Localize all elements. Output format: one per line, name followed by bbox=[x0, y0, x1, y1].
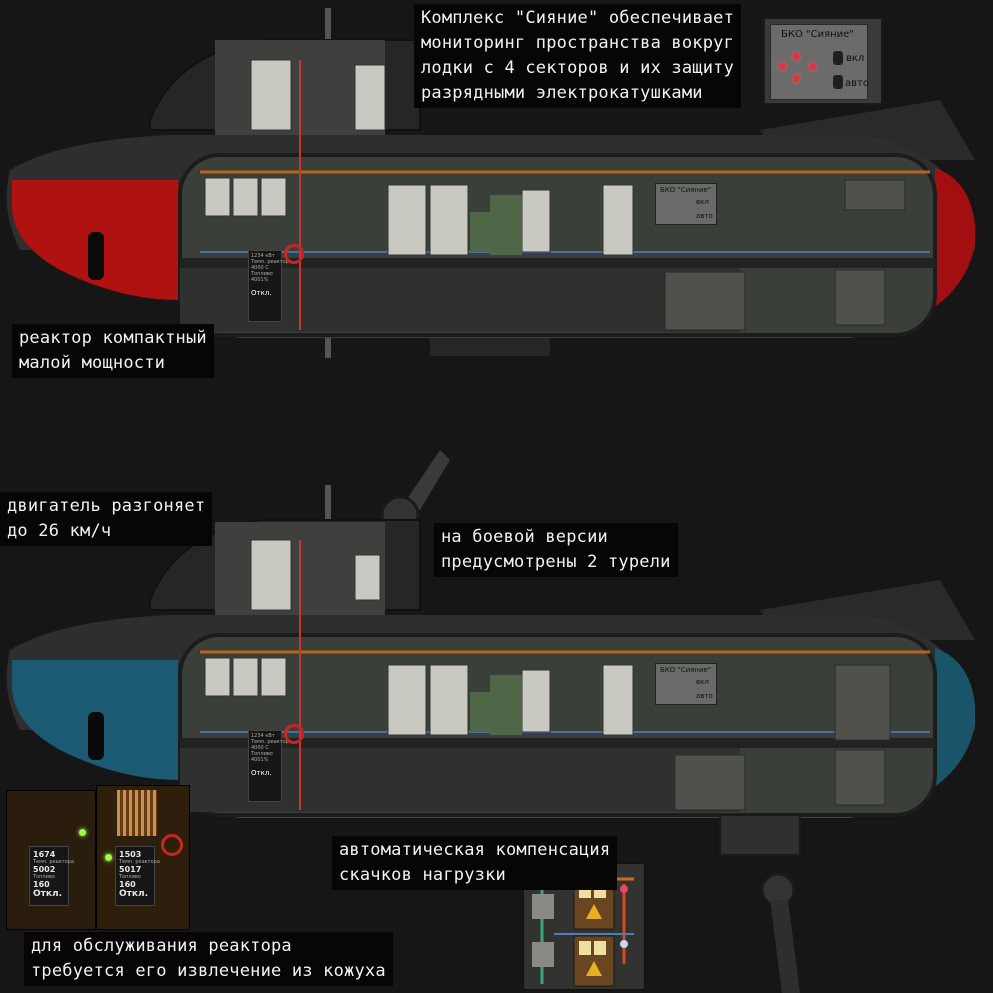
reactor-fuel-label: Топливо bbox=[119, 874, 141, 880]
caption-reactor: реактор компактный малой мощности bbox=[12, 324, 214, 378]
propeller bbox=[88, 712, 104, 760]
reactor-valve-wheel[interactable] bbox=[161, 834, 183, 856]
deck-divider bbox=[180, 258, 935, 268]
lower-extension bbox=[719, 814, 801, 856]
mini-panel-on: вкл bbox=[696, 198, 709, 206]
reactor-led bbox=[105, 854, 112, 861]
reactor-temp-label: Темп. реактора bbox=[33, 859, 74, 865]
reactor-core-glow bbox=[117, 790, 157, 836]
reactor-status: Откл. bbox=[119, 889, 148, 899]
reactor-status: Откл. bbox=[33, 889, 62, 899]
engine-room bbox=[674, 664, 891, 811]
caption-line: до 26 км/ч bbox=[7, 521, 112, 541]
caption-line: лодки с 4 секторов и их защиту bbox=[421, 58, 735, 78]
green-crates bbox=[470, 675, 522, 735]
reactor-status: Откл. bbox=[251, 769, 272, 777]
reactor-output: 1674 bbox=[33, 850, 56, 859]
bko-title: БКО "Сияние" bbox=[781, 29, 854, 40]
caption-line: на боевой версии bbox=[441, 527, 608, 547]
cabinets bbox=[204, 59, 634, 256]
valve-wheel[interactable] bbox=[284, 244, 304, 264]
bko-control-panel[interactable]: БКО "Сияние" вкл авто bbox=[763, 17, 883, 105]
mini-panel-title: БКО "Сияние" bbox=[660, 666, 712, 674]
reactor-temp: 5002 bbox=[33, 865, 56, 874]
caption-line: реактор компактный bbox=[19, 328, 207, 348]
caption-maintenance: для обслуживания реактора требуется его … bbox=[24, 932, 393, 986]
reactor-fuel: 4001% bbox=[251, 757, 269, 763]
auto-switch-label: авто bbox=[845, 78, 869, 89]
engine-room bbox=[664, 179, 906, 331]
mini-panel-auto: авто bbox=[696, 692, 713, 700]
submarine-civil-drawing bbox=[6, 8, 975, 358]
reactor-fuel-label: Топливо bbox=[33, 874, 55, 880]
submarine-civil: 1234 кВт Темп. реактора 4000 С Топливо 4… bbox=[0, 0, 993, 380]
auto-switch[interactable] bbox=[833, 75, 843, 89]
sector-indicator-2 bbox=[809, 63, 816, 70]
submarine-combat-drawing bbox=[6, 450, 975, 993]
power-switch[interactable] bbox=[833, 51, 843, 65]
bko-screen: БКО "Сияние" вкл авто bbox=[770, 24, 869, 100]
reactor-fuel: 4001% bbox=[251, 277, 269, 283]
caption-line: двигатель разгоняет bbox=[7, 496, 206, 516]
reactor-fuel: 160 bbox=[33, 880, 50, 889]
deck-divider bbox=[180, 738, 935, 748]
reactor-closeup-enclosed: 1674 Темп. реактора 5002 Топливо 160 Отк… bbox=[6, 790, 96, 930]
mini-panel-auto: авто bbox=[696, 212, 713, 220]
sector-indicator-1 bbox=[793, 53, 800, 60]
mini-control-panel[interactable]: БКО "Сияние" вкл авто bbox=[655, 183, 717, 225]
propeller bbox=[88, 232, 104, 280]
cabinets bbox=[204, 539, 634, 736]
reactor-screen-sub-bottom: 1234 кВт Темп. реактора 4000 С Топливо 4… bbox=[248, 730, 292, 802]
mini-panel-on: вкл bbox=[696, 678, 709, 686]
caption-engine: двигатель разгоняет до 26 км/ч bbox=[0, 492, 213, 546]
reactor-temp: 5017 bbox=[119, 865, 142, 874]
turret-barrel-top bbox=[405, 450, 450, 510]
reactor-screen-left: 1674 Темп. реактора 5002 Топливо 160 Отк… bbox=[29, 846, 74, 906]
power-switch-label: вкл bbox=[846, 53, 865, 64]
submarine-combat: 1234 кВт Темп. реактора 4000 С Топливо 4… bbox=[0, 440, 993, 993]
valve-wheel[interactable] bbox=[284, 724, 304, 744]
reactor-temp: 4000 С bbox=[251, 265, 269, 271]
reactor-fuel-label: Топливо bbox=[251, 751, 273, 757]
caption-line: требуется его извлечение из кожуха bbox=[31, 961, 386, 981]
reactor-temp: 4000 С bbox=[251, 745, 269, 751]
reactor-temp-label: Темп. реактора bbox=[119, 859, 160, 865]
reactor-status: Откл. bbox=[251, 289, 272, 297]
lower-hatch bbox=[430, 338, 550, 356]
mini-panel-title: БКО "Сияние" bbox=[660, 186, 712, 194]
caption-line: мониторинг пространства вокруг bbox=[421, 33, 735, 53]
caption-turrets: на боевой версии предусмотрены 2 турели bbox=[434, 523, 678, 577]
reactor-screen-right: 1503 Темп. реактора 5017 Топливо 160 Отк… bbox=[115, 846, 160, 906]
mini-control-panel[interactable]: БКО "Сияние" вкл авто bbox=[655, 663, 717, 705]
reactor-led bbox=[79, 829, 86, 836]
caption-line: малой мощности bbox=[19, 353, 166, 373]
turret-barrel-bottom bbox=[770, 900, 800, 993]
caption-line: Комплекс "Сияние" обеспечивает bbox=[421, 8, 735, 28]
caption-radiance-complex: Комплекс "Сияние" обеспечивает мониторин… bbox=[414, 4, 742, 108]
caption-line: скачков нагрузки bbox=[339, 865, 506, 885]
caption-load-compensation: автоматическая компенсация скачков нагру… bbox=[332, 836, 618, 890]
reactor-fuel: 160 bbox=[119, 880, 136, 889]
reactor-temp-label: Темп. реактора bbox=[251, 259, 292, 265]
caption-line: разрядными электрокатушками bbox=[421, 83, 703, 103]
reactor-output: 1503 bbox=[119, 850, 142, 859]
reactor-fuel-label: Топливо bbox=[251, 271, 273, 277]
reactor-output: 1234 кВт bbox=[251, 253, 275, 259]
caption-line: предусмотрены 2 турели bbox=[441, 552, 671, 572]
reactor-temp-label: Темп. реактора bbox=[251, 739, 292, 745]
green-crates bbox=[470, 195, 522, 255]
reactor-closeup-extracted: 1503 Темп. реактора 5017 Топливо 160 Отк… bbox=[96, 785, 190, 930]
sector-indicator-3 bbox=[793, 75, 800, 82]
caption-line: автоматическая компенсация bbox=[339, 840, 611, 860]
sector-indicator-4 bbox=[779, 63, 786, 70]
caption-line: для обслуживания реактора bbox=[31, 936, 292, 956]
reactor-output: 1234 кВт bbox=[251, 733, 275, 739]
reactor-screen-sub-top: 1234 кВт Темп. реактора 4000 С Топливо 4… bbox=[248, 250, 292, 322]
